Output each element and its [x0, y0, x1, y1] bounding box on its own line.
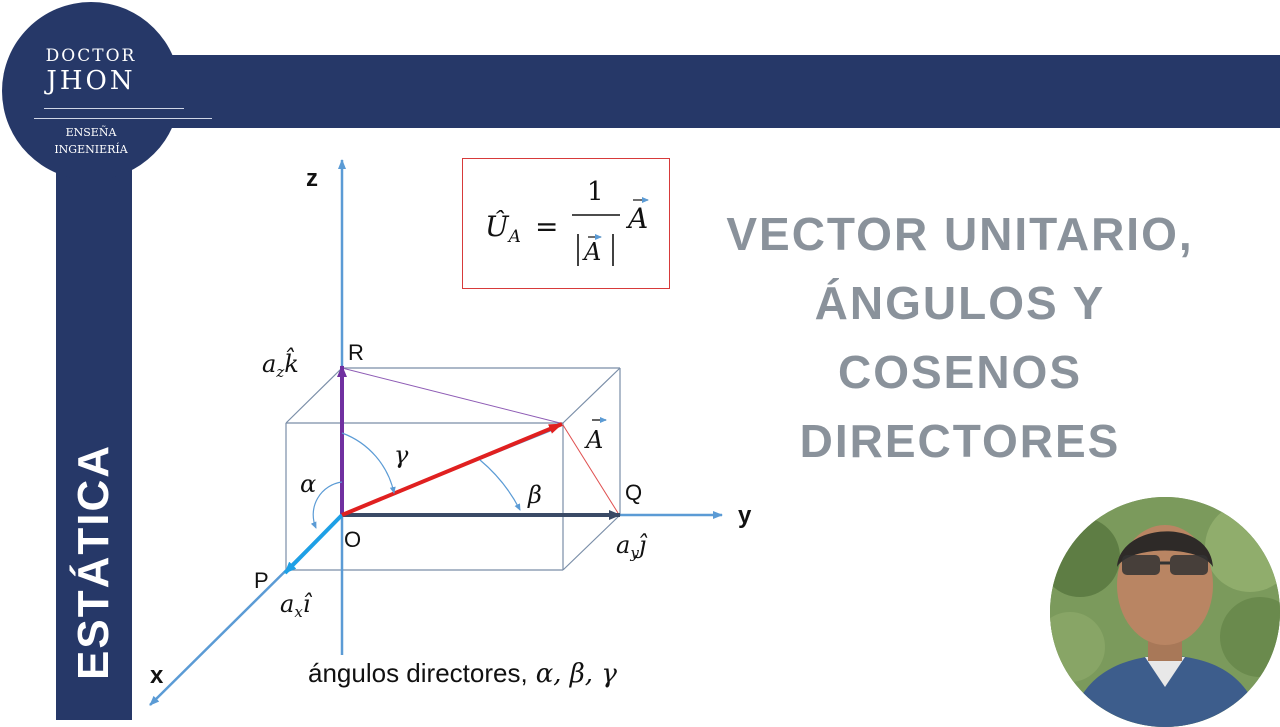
- y-component-label: ayĵ: [616, 531, 648, 562]
- logo-line-ingenieria: INGENIERÍA: [54, 143, 128, 156]
- point-q-label: Q: [625, 480, 642, 505]
- angles-caption: ángulos directores,α, β, γ: [308, 658, 617, 689]
- x-component-label: axî: [280, 590, 313, 621]
- y-axis-label: y: [738, 502, 752, 529]
- vector-a-label: A: [584, 426, 603, 454]
- logo-divider: [34, 118, 212, 119]
- point-p-label: P: [254, 568, 269, 593]
- unit-vector-formula-box: [462, 158, 670, 289]
- x-axis-label: x: [150, 662, 164, 689]
- z-component-label: azk̂: [262, 347, 299, 381]
- formula-vector: A: [625, 202, 648, 235]
- vector-a: [341, 422, 563, 517]
- rectangular-box: [285, 367, 621, 571]
- title-line: ÁNGULOS Y: [814, 277, 1106, 329]
- beta-label: β: [527, 481, 542, 509]
- beta-arc: [479, 459, 521, 511]
- title-line: VECTOR UNITARIO,: [726, 208, 1194, 260]
- formula-denominator: A: [582, 238, 601, 266]
- title-line: COSENOS: [837, 346, 1083, 398]
- point-o-label: O: [344, 527, 361, 552]
- point-r-label: R: [348, 340, 364, 365]
- equals-sign: =: [535, 210, 558, 243]
- logo-divider: [44, 108, 184, 109]
- header-band: [130, 55, 1280, 128]
- title-line: DIRECTORES: [799, 415, 1121, 467]
- unit-vector-formula: ÛA = 1 A A: [485, 177, 649, 266]
- z-axis-label: z: [306, 165, 318, 192]
- gamma-arc: [341, 432, 396, 494]
- svg-text:ayĵ: ayĵ: [616, 531, 648, 562]
- logo-line-jhon: JHON: [46, 66, 136, 96]
- alpha-label: α: [300, 470, 316, 498]
- side-band: [56, 130, 132, 720]
- logo-line-ensena: ENSEÑA: [65, 126, 117, 139]
- svg-text:azk̂: azk̂: [262, 347, 299, 381]
- svg-text:ÛA: ÛA: [485, 209, 521, 247]
- projection-line-r: [341, 367, 561, 424]
- x-component-vector: [283, 513, 344, 575]
- formula-numerator: 1: [587, 177, 604, 207]
- logo-line-doctor: DOCTOR: [45, 46, 137, 66]
- projection-line-q: [562, 424, 619, 514]
- gamma-label: γ: [394, 441, 409, 469]
- doctor-jhon-logo: DOCTOR JHON ENSEÑA INGENIERÍA: [2, 2, 212, 180]
- svg-text:axî: axî: [280, 590, 313, 621]
- presenter-photo: [1050, 497, 1280, 727]
- alpha-arc: [310, 481, 343, 529]
- slide-title: VECTOR UNITARIO, ÁNGULOS Y COSENOS DIREC…: [690, 200, 1230, 476]
